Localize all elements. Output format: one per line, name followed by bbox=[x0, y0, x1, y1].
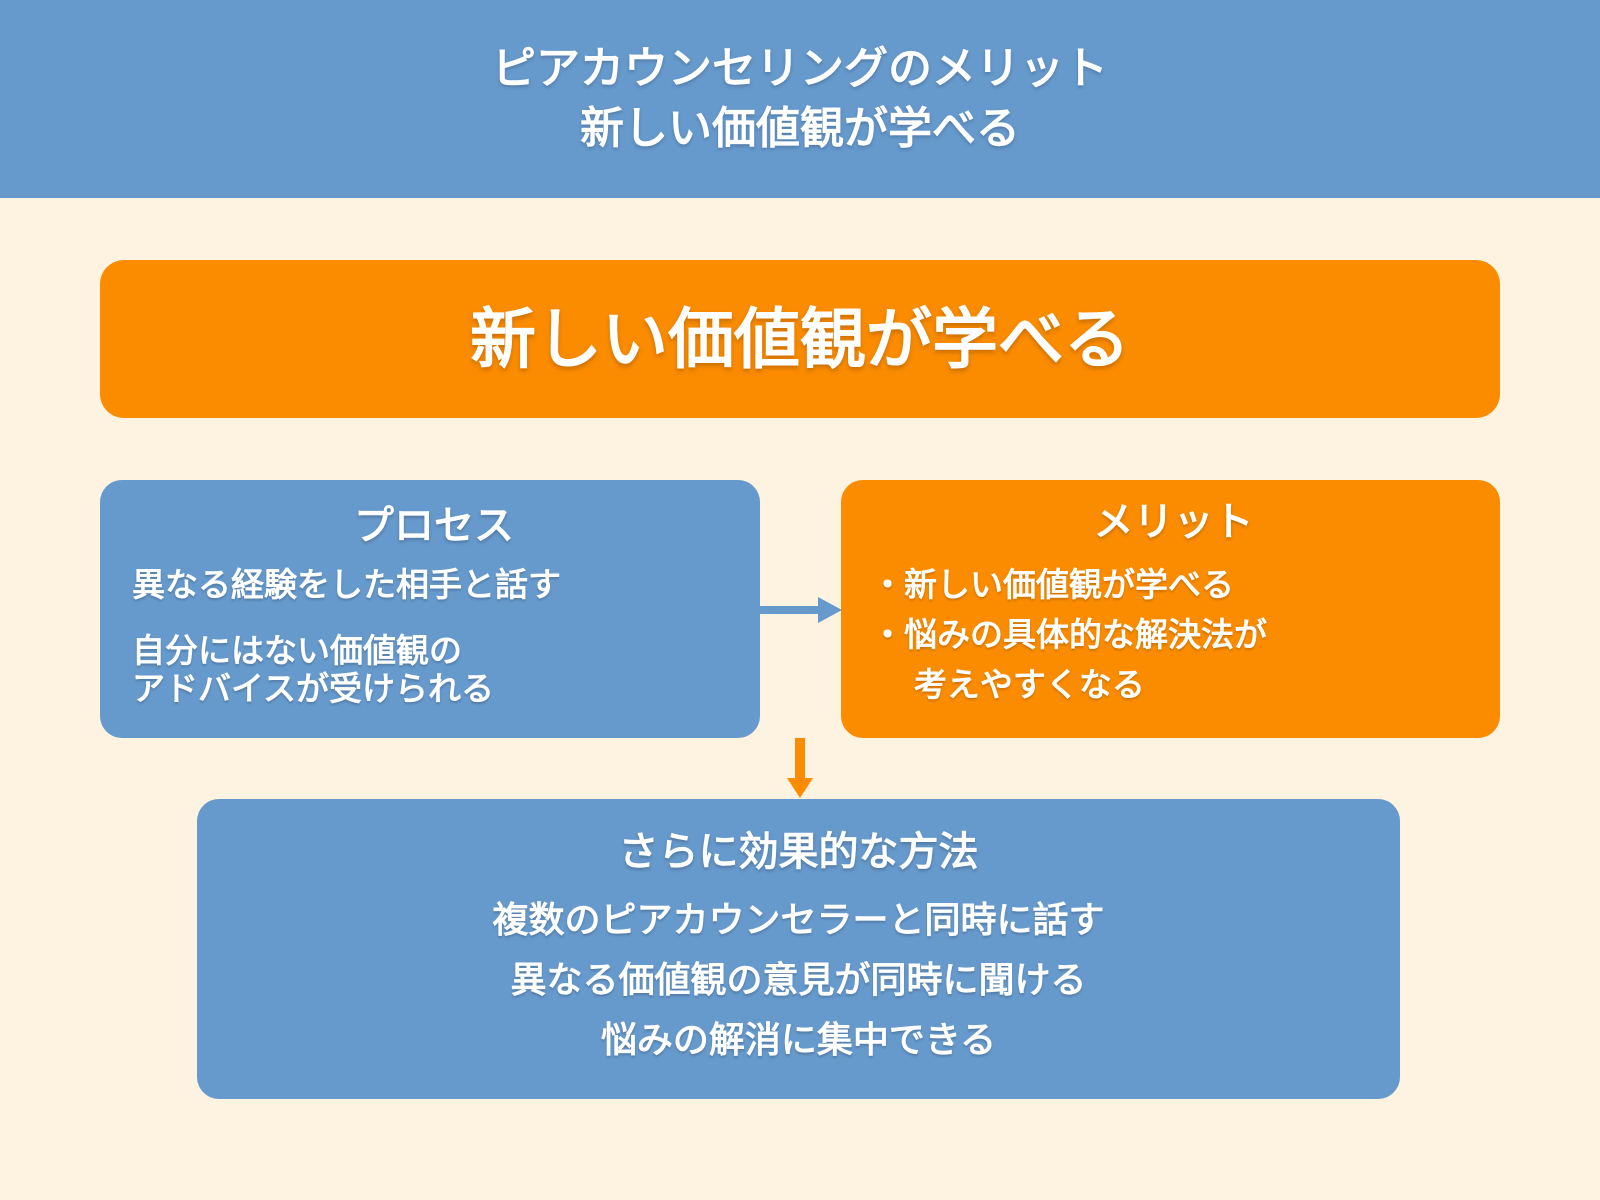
process-title: プロセス bbox=[354, 504, 514, 548]
process-line-1: 異なる経験をした相手と話す bbox=[132, 566, 561, 603]
merit-box: メリット ・新しい価値観が学べる ・悩みの具体的な解決法が 考えやすくなる bbox=[841, 480, 1500, 738]
merit-bullet-2: ・悩みの具体的な解決法が 考えやすくなる bbox=[871, 616, 1267, 703]
effective-method-line-3: 悩みの解消に集中できる bbox=[600, 1019, 997, 1060]
arrow-right-icon bbox=[760, 597, 842, 623]
arrow-down-icon bbox=[787, 738, 813, 798]
page-title-line1: ピアカウンセリングのメリット bbox=[492, 44, 1108, 93]
effective-method-line-1: 複数のピアカウンセラーと同時に話す bbox=[492, 899, 1105, 940]
effective-method-line-2: 異なる価値観の意見が同時に聞ける bbox=[510, 959, 1087, 1000]
effective-method-box: さらに効果的な方法 複数のピアカウンセラーと同時に話す 異なる価値観の意見が同時… bbox=[197, 799, 1400, 1099]
main-topic-title: 新しい価値観が学べる bbox=[470, 302, 1130, 376]
effective-method-title: さらに効果的な方法 bbox=[618, 830, 979, 874]
merit-bullet-1: ・新しい価値観が学べる bbox=[871, 566, 1234, 603]
page-title-line2: 新しい価値観が学べる bbox=[580, 104, 1020, 153]
header-bar: ピアカウンセリングのメリット 新しい価値観が学べる bbox=[0, 0, 1600, 198]
process-line-2: 自分にはない価値観の アドバイスが受けられる bbox=[132, 632, 495, 707]
main-topic-banner: 新しい価値観が学べる bbox=[100, 260, 1500, 418]
process-box: プロセス 異なる経験をした相手と話す 自分にはない価値観の アドバイスが受けられ… bbox=[100, 480, 760, 738]
merit-title: メリット bbox=[1093, 500, 1254, 544]
